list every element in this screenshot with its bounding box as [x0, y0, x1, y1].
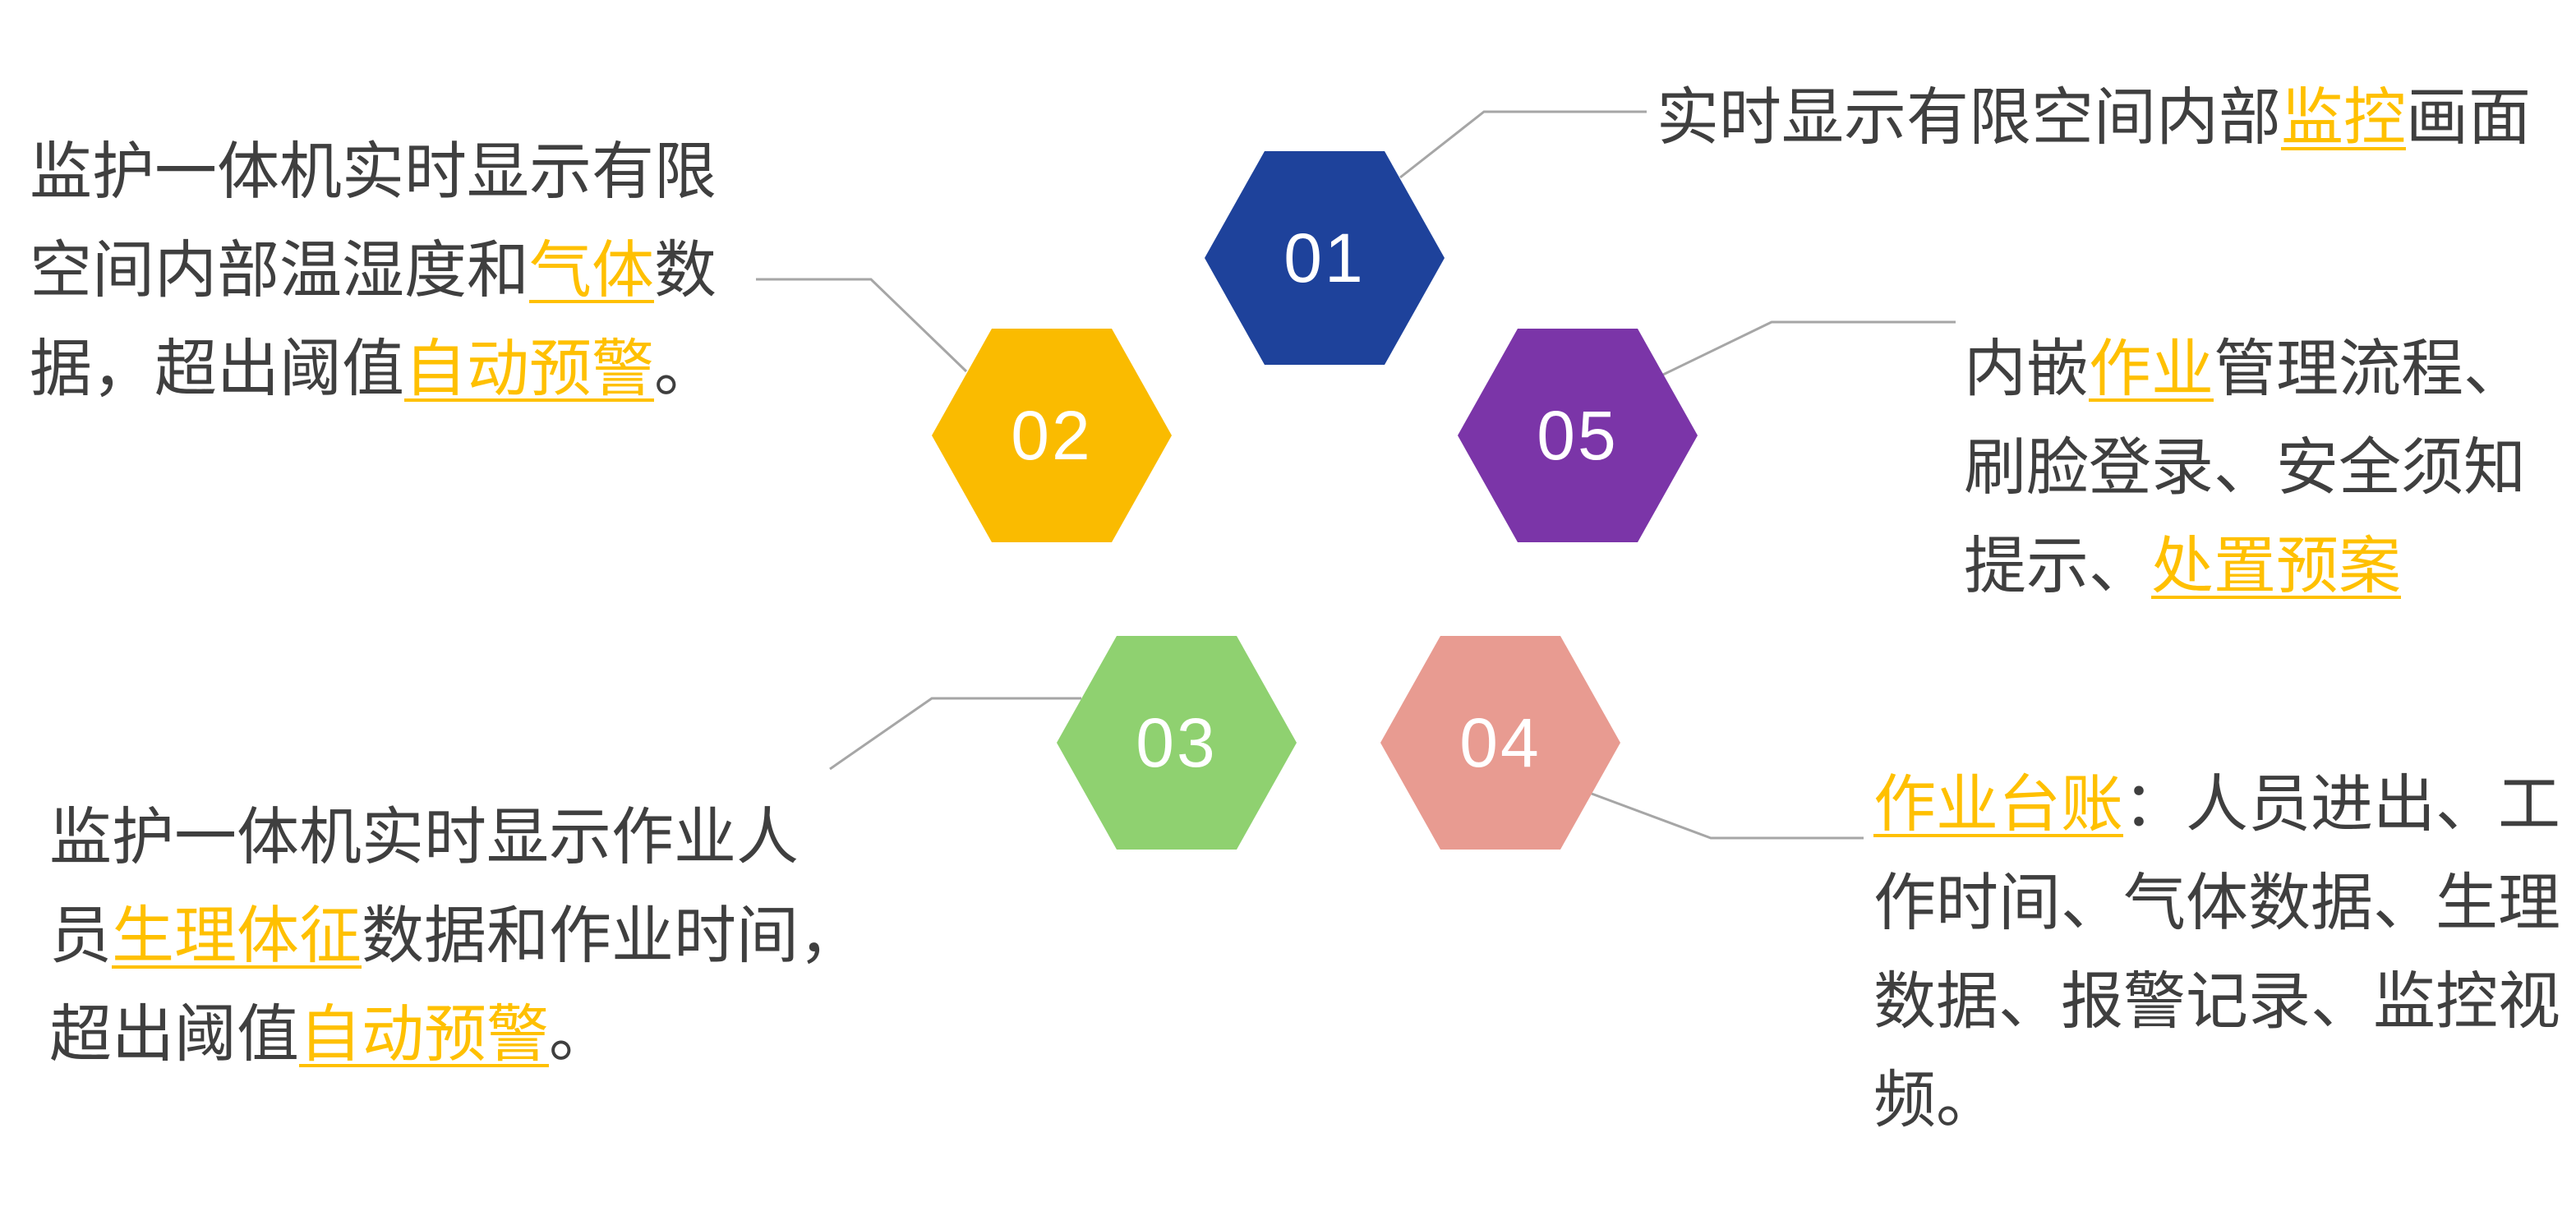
text-segment: 监护一体机实时显示有限: [30, 137, 717, 207]
highlighted-text: 监控: [2281, 83, 2406, 153]
label-line: 超出阈值自动预警。: [49, 986, 861, 1085]
highlighted-text: 生理体征: [112, 901, 362, 971]
text-segment: 作时间、气体数据、生理: [1873, 868, 2560, 938]
label-line: 实时显示有限空间内部监控画面: [1657, 69, 2531, 168]
connector-05: [1662, 320, 1956, 376]
text-segment: 员: [49, 901, 112, 971]
label-line: 数据、报警记录、监控视: [1873, 953, 2560, 1052]
label-line: 员生理体征数据和作业时间，: [49, 887, 861, 986]
label-gas-alert: 监护一体机实时显示有限空间内部温湿度和气体数据，超出阈值自动预警。: [30, 123, 717, 419]
text-segment: 。: [549, 1000, 611, 1070]
text-segment: 画面: [2406, 83, 2531, 153]
text-segment: 内嵌: [1964, 334, 2089, 404]
highlighted-text: 作业台账: [1873, 770, 2123, 840]
label-line: 监护一体机实时显示有限: [30, 123, 717, 222]
text-segment: 数据、报警记录、监控视: [1873, 967, 2560, 1037]
label-line: 空间内部温湿度和气体数: [30, 222, 717, 320]
text-segment: 实时显示有限空间内部: [1657, 83, 2281, 153]
connector-02: [756, 278, 968, 373]
text-segment: 管理流程、: [2214, 334, 2526, 404]
label-line: 频。: [1873, 1052, 2560, 1150]
label-line: 作时间、气体数据、生理: [1873, 854, 2560, 953]
label-line: 作业台账：人员进出、工: [1873, 756, 2560, 854]
label-work-ledger: 作业台账：人员进出、工作时间、气体数据、生理数据、报警记录、监控视频。: [1873, 756, 2560, 1150]
hexagon-01-number: 01: [1283, 219, 1366, 297]
highlighted-text: 自动预警: [404, 334, 654, 404]
text-segment: 监护一体机实时显示作业人: [49, 803, 799, 873]
text-segment: 提示、: [1964, 532, 2151, 601]
hexagon-05-number: 05: [1537, 396, 1619, 474]
text-segment: 。: [654, 334, 717, 404]
highlighted-text: 作业: [2089, 334, 2214, 404]
label-line: 提示、处置预案: [1964, 518, 2526, 616]
text-segment: 刷脸登录、安全须知: [1964, 433, 2526, 503]
connector-01: [1399, 110, 1647, 179]
highlighted-text: 气体: [529, 236, 654, 306]
text-segment: ：人员进出、工: [2123, 770, 2560, 840]
text-segment: 空间内部温湿度和: [30, 236, 529, 306]
text-segment: 频。: [1873, 1066, 1998, 1135]
hexagon-04-number: 04: [1459, 703, 1541, 781]
text-segment: 数据和作业时间，: [362, 901, 861, 971]
text-segment: 数: [654, 236, 717, 306]
label-work-process: 内嵌作业管理流程、刷脸登录、安全须知提示、处置预案: [1964, 320, 2526, 616]
highlighted-text: 处置预案: [2151, 532, 2401, 601]
label-line: 监护一体机实时显示作业人: [49, 789, 861, 887]
label-line: 刷脸登录、安全须知: [1964, 419, 2526, 518]
label-line: 内嵌作业管理流程、: [1964, 320, 2526, 419]
highlighted-text: 自动预警: [299, 1000, 549, 1070]
label-physiology-alert: 监护一体机实时显示作业人员生理体征数据和作业时间，超出阈值自动预警。: [49, 789, 861, 1085]
hexagon-03-number: 03: [1136, 703, 1218, 781]
label-monitor-screen: 实时显示有限空间内部监控画面: [1657, 69, 2531, 168]
label-line: 据，超出阈值自动预警。: [30, 320, 717, 419]
hexagon-02-number: 02: [1011, 396, 1093, 474]
text-segment: 据，超出阈值: [30, 334, 404, 404]
connector-03: [829, 697, 1081, 771]
text-segment: 超出阈值: [49, 1000, 299, 1070]
connector-04: [1591, 792, 1864, 840]
